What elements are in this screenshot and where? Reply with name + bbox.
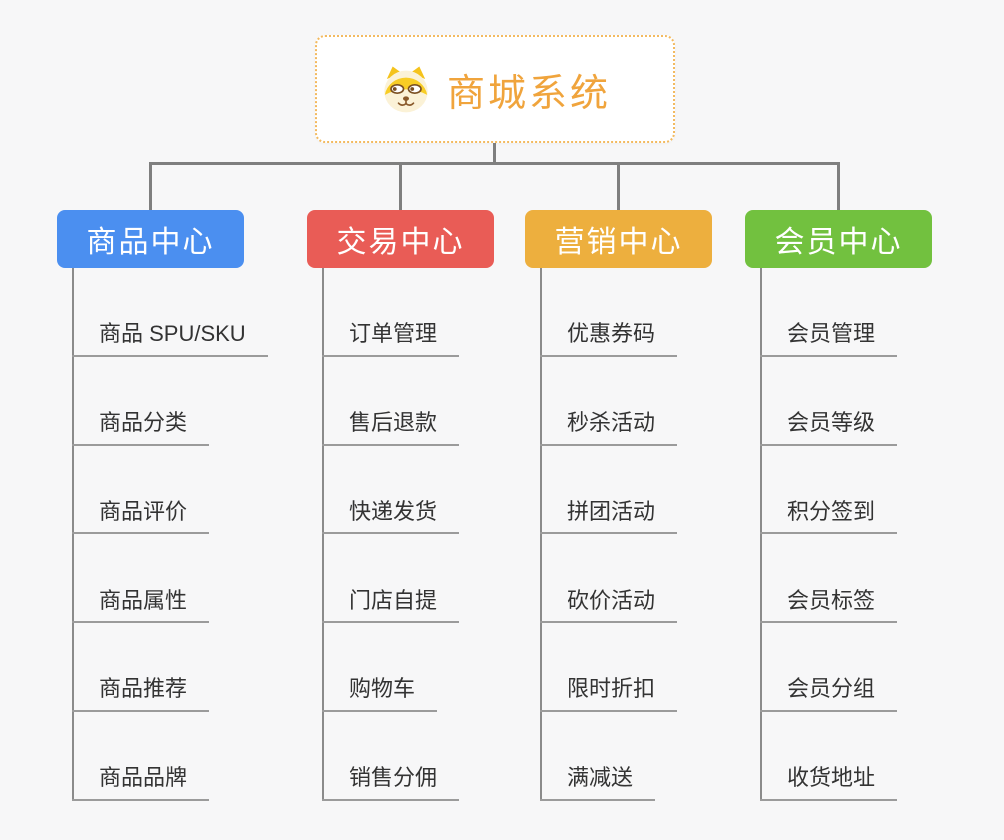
leaf-item: 售后退款 [322,357,460,446]
leaf-node-product-spu-sku[interactable]: 商品 SPU/SKU [72,320,268,357]
leaf-item: 限时折扣 [540,623,678,712]
branch-trunk-line [540,268,542,801]
branch-trade: 交易中心 订单管理 售后退款 快递发货 门店自提 购物车 销售分佣 [307,210,507,801]
leaf-item: 快递发货 [322,446,460,535]
leaf-node-store-pickup[interactable]: 门店自提 [322,587,460,624]
leaf-node-limited-time-discount[interactable]: 限时折扣 [540,675,678,712]
leaf-item: 门店自提 [322,534,460,624]
branch-items-products: 商品 SPU/SKU 商品分类 商品评价 商品属性 商品推荐 商品品牌 [72,268,268,801]
leaf-node-sales-commission[interactable]: 销售分佣 [322,764,460,801]
leaf-node-shopping-cart[interactable]: 购物车 [322,675,438,712]
branch-marketing: 营销中心 优惠券码 秒杀活动 拼团活动 砍价活动 限时折扣 满减送 [525,210,725,801]
leaf-item: 秒杀活动 [540,357,678,446]
leaf-item: 商品品牌 [72,712,268,801]
leaf-node-bargain-activity[interactable]: 砍价活动 [540,587,678,624]
leaf-item: 拼团活动 [540,446,678,535]
leaf-item: 商品属性 [72,534,268,624]
branch-members: 会员中心 会员管理 会员等级 积分签到 会员标签 会员分组 收货地址 [745,210,945,801]
leaf-node-group-buying[interactable]: 拼团活动 [540,498,678,535]
branch-node-marketing[interactable]: 营销中心 [525,210,712,268]
branch-items-trade: 订单管理 售后退款 快递发货 门店自提 购物车 销售分佣 [322,268,460,801]
leaf-node-product-attribute[interactable]: 商品属性 [72,587,210,624]
leaf-item: 收货地址 [760,712,898,801]
leaf-node-member-management[interactable]: 会员管理 [760,320,898,357]
dog-face-icon [379,64,433,114]
leaf-node-points-checkin[interactable]: 积分签到 [760,498,898,535]
leaf-item: 优惠券码 [540,268,678,357]
connector-drop-members [837,164,840,210]
branch-items-members: 会员管理 会员等级 积分签到 会员标签 会员分组 收货地址 [760,268,898,801]
connector-drop-marketing [617,164,620,210]
leaf-item: 订单管理 [322,268,460,357]
branch-node-products[interactable]: 商品中心 [57,210,244,268]
root-title: 商城系统 [446,72,611,115]
leaf-item: 商品评价 [72,446,268,535]
branch-node-trade[interactable]: 交易中心 [307,210,494,268]
leaf-item: 积分签到 [760,446,898,535]
leaf-item: 会员分组 [760,623,898,712]
leaf-item: 销售分佣 [322,712,460,801]
leaf-node-shipping-address[interactable]: 收货地址 [760,764,898,801]
leaf-item: 会员管理 [760,268,898,357]
leaf-node-member-groups[interactable]: 会员分组 [760,675,898,712]
leaf-item: 商品分类 [72,357,268,446]
root-node[interactable]: 商城系统 [315,35,675,143]
branch-products: 商品中心 商品 SPU/SKU 商品分类 商品评价 商品属性 商品推荐 商品品牌 [57,210,268,801]
leaf-node-after-sales-refund[interactable]: 售后退款 [322,409,460,446]
branch-trunk-line [72,268,74,801]
branch-trunk-line [760,268,762,801]
connector-drop-products [149,164,152,210]
leaf-item: 商品推荐 [72,623,268,712]
leaf-node-product-brand[interactable]: 商品品牌 [72,764,210,801]
leaf-item: 砍价活动 [540,534,678,624]
leaf-node-product-recommend[interactable]: 商品推荐 [72,675,210,712]
connector-drop-trade [399,164,402,210]
leaf-node-express-delivery[interactable]: 快递发货 [322,498,460,535]
leaf-item: 会员标签 [760,534,898,624]
leaf-node-member-tags[interactable]: 会员标签 [760,587,898,624]
leaf-item: 购物车 [322,623,459,712]
leaf-node-coupon-codes[interactable]: 优惠券码 [540,320,678,357]
connector-bus-line [149,162,840,165]
leaf-node-member-level[interactable]: 会员等级 [760,409,898,446]
branch-trunk-line [322,268,324,801]
leaf-node-product-review[interactable]: 商品评价 [72,498,210,535]
connector-root-stem [493,143,496,164]
leaf-node-product-category[interactable]: 商品分类 [72,409,210,446]
leaf-item: 商品 SPU/SKU [72,268,268,357]
leaf-item: 会员等级 [760,357,898,446]
leaf-item: 满减送 [540,712,677,801]
leaf-node-order-management[interactable]: 订单管理 [322,320,460,357]
leaf-node-spend-and-save[interactable]: 满减送 [540,764,656,801]
branch-node-members[interactable]: 会员中心 [745,210,932,268]
leaf-node-flash-sale[interactable]: 秒杀活动 [540,409,678,446]
branch-items-marketing: 优惠券码 秒杀活动 拼团活动 砍价活动 限时折扣 满减送 [540,268,678,801]
